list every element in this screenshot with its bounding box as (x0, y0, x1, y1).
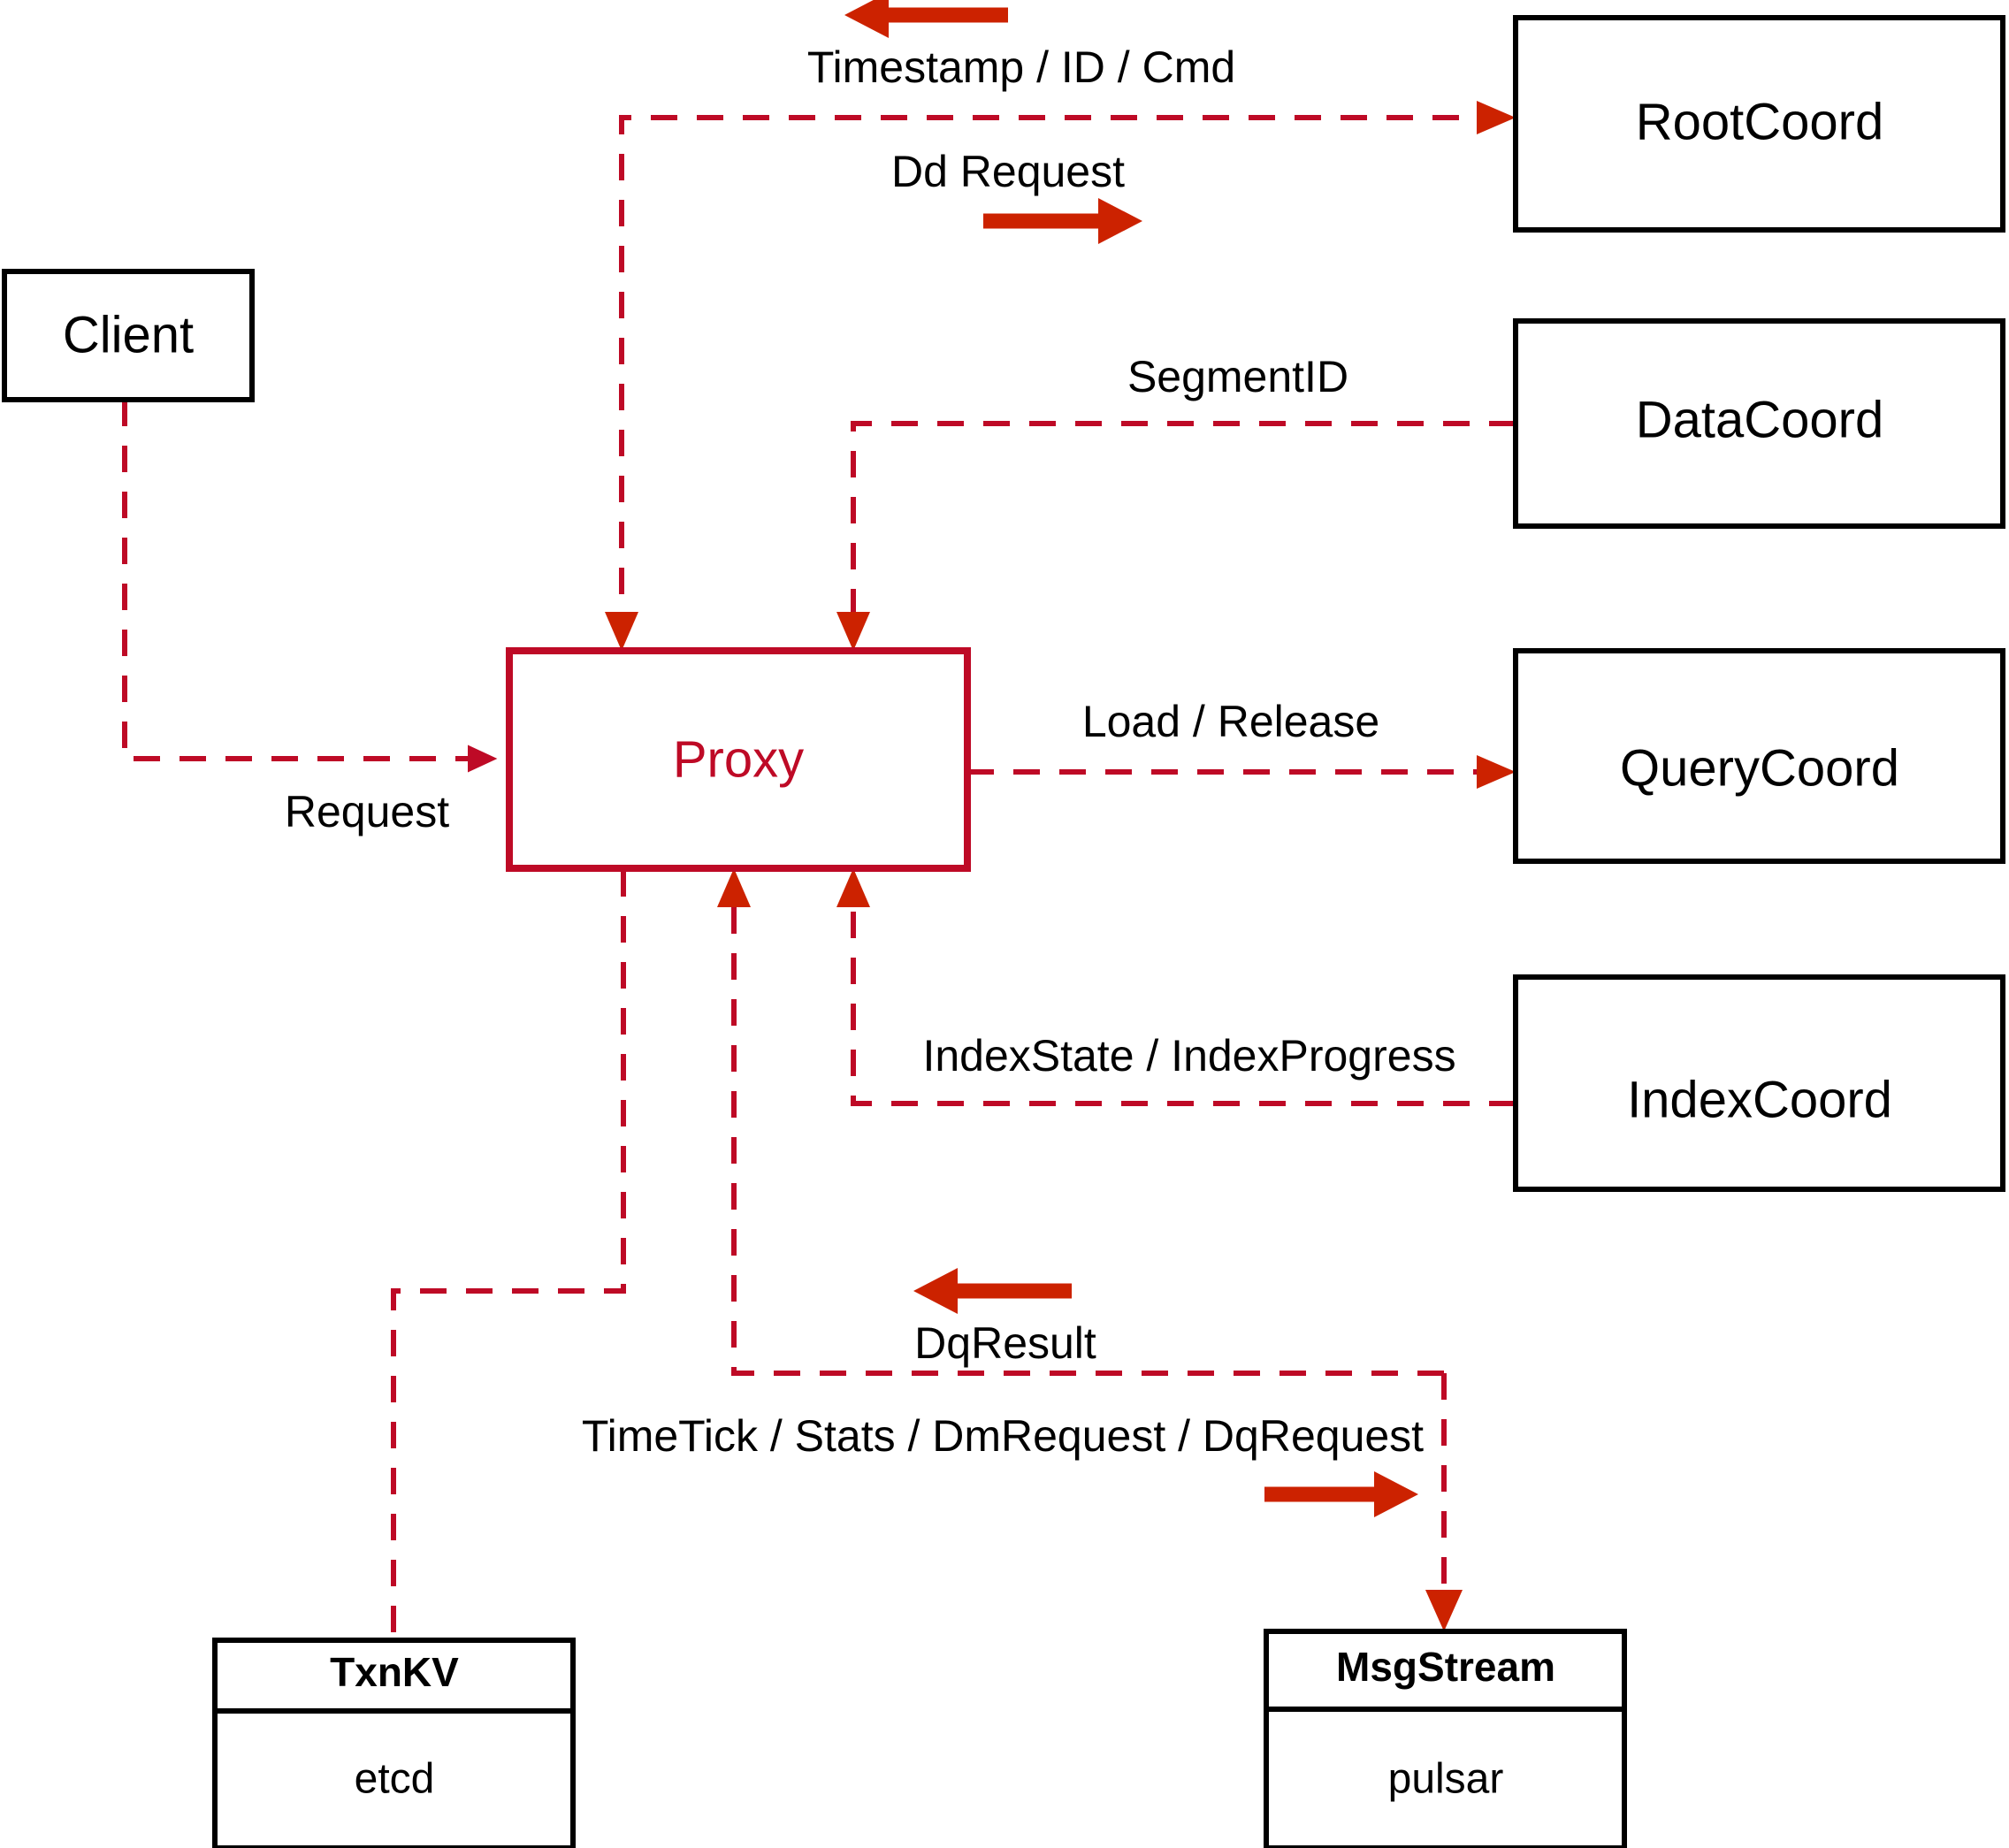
edge-proxy-txnkv-path (391, 870, 626, 1640)
node-msgstream[interactable]: MsgStream pulsar (1264, 1629, 1627, 1848)
edge-indexcoord-proxy-path (851, 886, 1516, 1106)
node-rootcoord[interactable]: RootCoord (1513, 15, 2005, 233)
edge-proxy-rootcoord-path (607, 115, 1505, 642)
edge-label-request: Request (285, 787, 449, 836)
node-rootcoord-label: RootCoord (1636, 93, 1883, 150)
edge-label-segmentid: SegmentID (1127, 352, 1348, 401)
node-querycoord-label: QueryCoord (1620, 739, 1899, 797)
edge-proxy-querycoord-arrowhead (1477, 755, 1516, 789)
node-txnkv-header: TxnKV (330, 1649, 459, 1695)
edge-client-to-proxy-path (122, 400, 498, 773)
node-querycoord[interactable]: QueryCoord (1513, 648, 2005, 864)
edge-proxy-msgstream-arrowhead (1425, 1590, 1463, 1631)
node-client[interactable]: Client (2, 269, 255, 402)
direction-arrow-ddrequest-right (983, 198, 1142, 244)
edge-msgstream-proxy-path (731, 886, 1444, 1376)
node-txnkv-body: etcd (355, 1756, 435, 1803)
edge-label-indexstate-indexprogress: IndexState / IndexProgress (922, 1031, 1455, 1081)
node-indexcoord-label: IndexCoord (1627, 1071, 1892, 1128)
edge-datacoord-proxy-arrowhead (836, 612, 870, 651)
edge-label-timetick-stats-dmrequest-dqrequest: TimeTick / Stats / DmRequest / DqRequest (582, 1411, 1424, 1461)
edge-label-timestamp-id-cmd: Timestamp / ID / Cmd (807, 42, 1235, 92)
node-client-label: Client (63, 306, 194, 363)
direction-arrow-timetick-right (1264, 1471, 1418, 1517)
edge-indexcoord-proxy-arrowhead (836, 868, 870, 907)
edge-label-load-release: Load / Release (1082, 697, 1379, 746)
edge-datacoord-proxy-path (851, 421, 1516, 639)
edge-label-dqresult: DqResult (914, 1318, 1096, 1368)
node-indexcoord[interactable]: IndexCoord (1513, 974, 2005, 1192)
edge-rootcoord-proxy-arrowhead (605, 612, 638, 651)
node-txnkv[interactable]: TxnKV etcd (212, 1638, 576, 1848)
node-proxy[interactable]: Proxy (506, 647, 971, 872)
node-msgstream-body: pulsar (1388, 1756, 1504, 1803)
node-msgstream-header: MsgStream (1336, 1644, 1555, 1690)
direction-arrow-timestamp-left (844, 0, 1008, 38)
edge-proxy-rootcoord-arrowhead (1477, 101, 1516, 134)
edge-label-dd-request: Dd Request (891, 147, 1125, 196)
direction-arrow-dqresult-left (913, 1268, 1072, 1314)
edge-msgstream-proxy-arrowhead (717, 868, 751, 907)
node-datacoord-label: DataCoord (1636, 391, 1883, 448)
node-datacoord[interactable]: DataCoord (1513, 318, 2005, 529)
node-proxy-label: Proxy (673, 730, 804, 788)
